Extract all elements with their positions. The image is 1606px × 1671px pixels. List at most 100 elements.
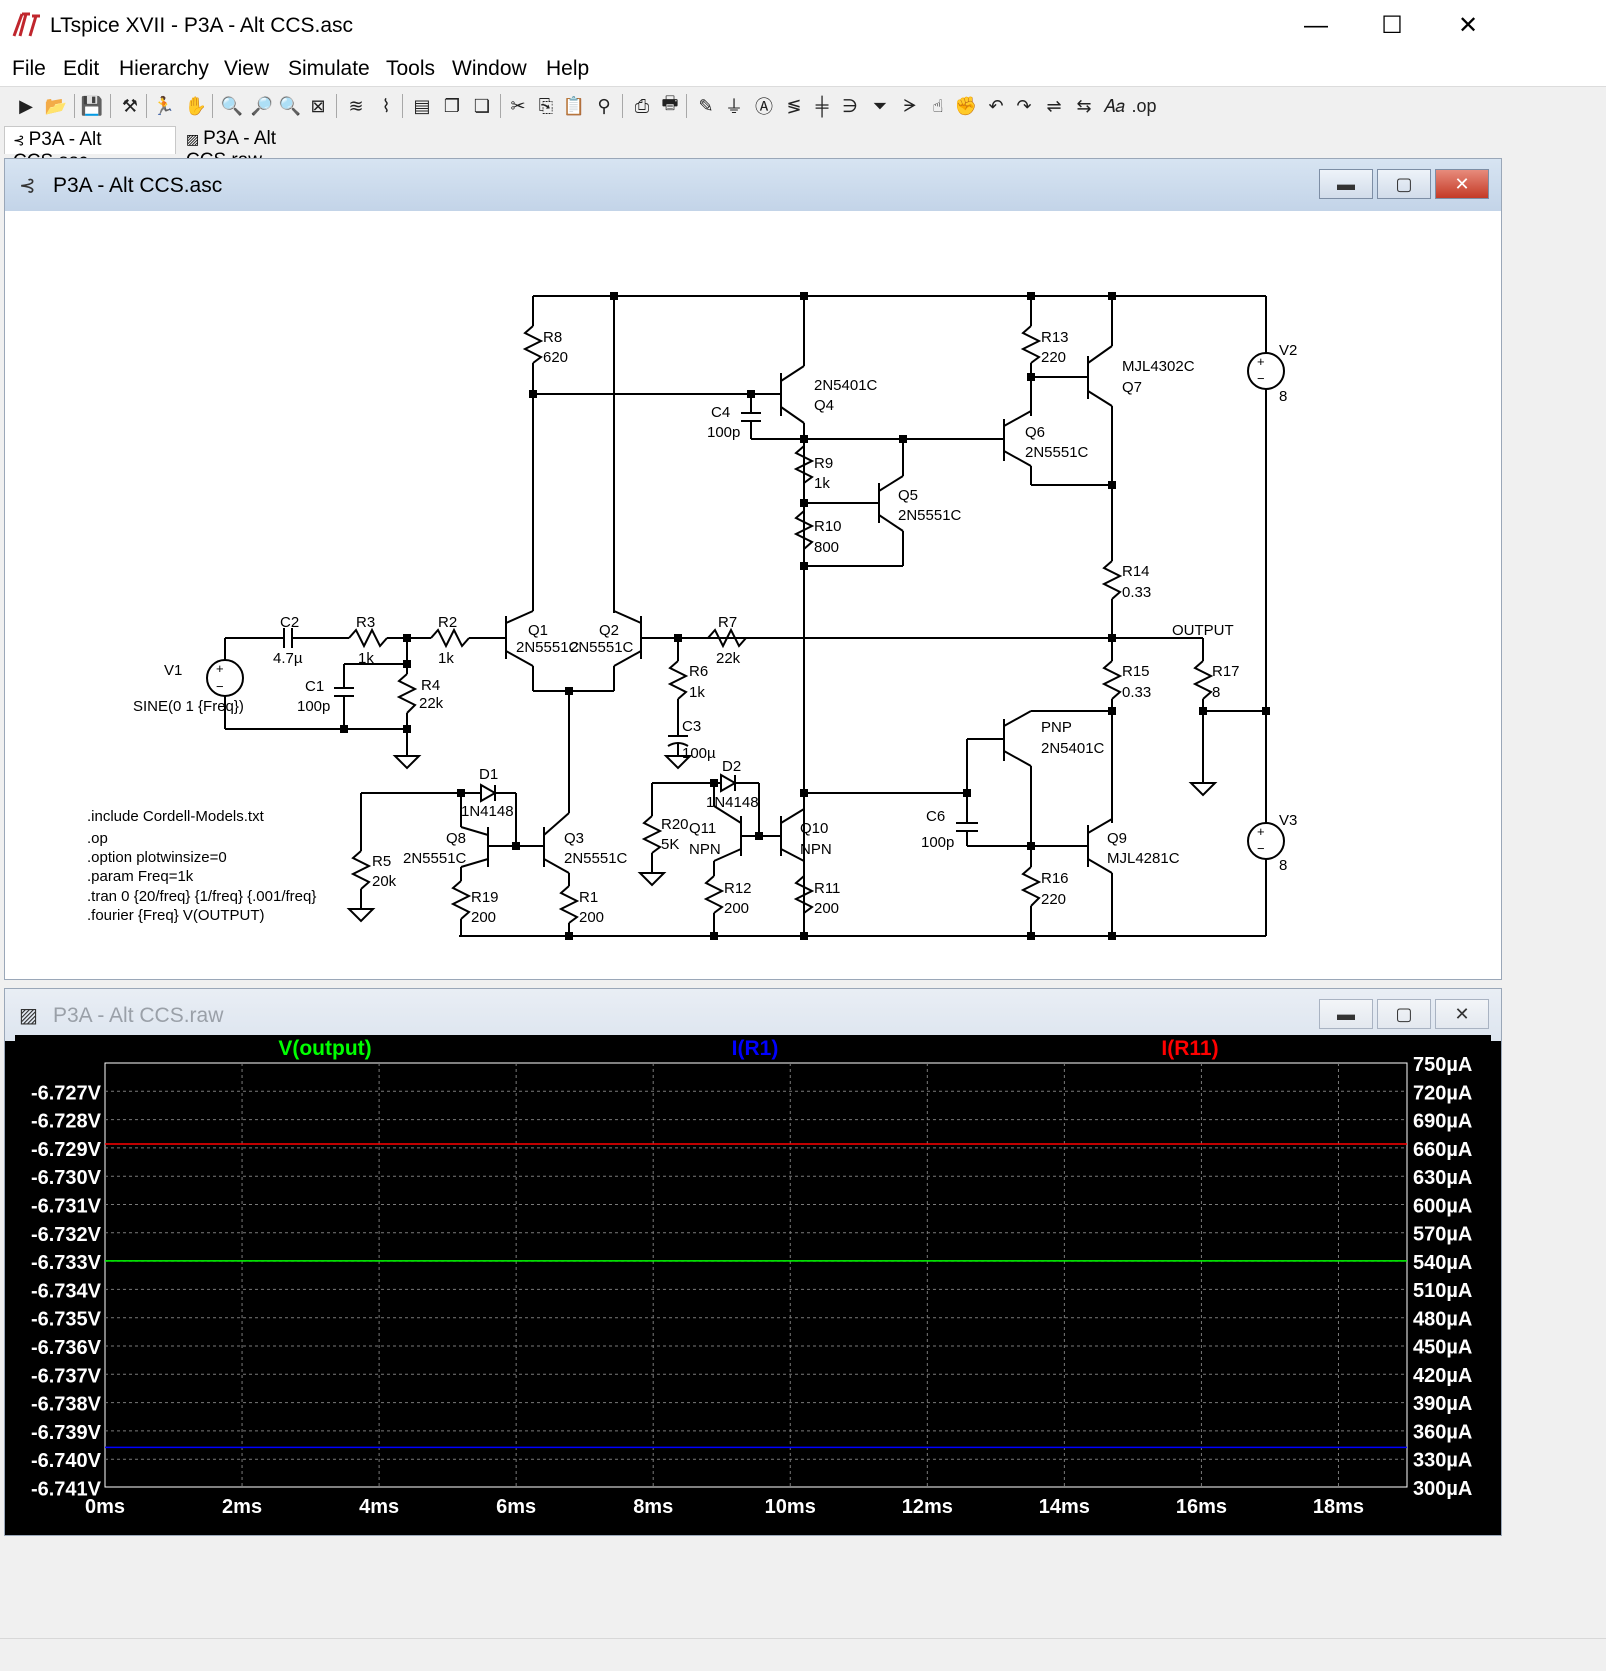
menu-view[interactable]: View [224,57,270,80]
document-tabs: ⊰ P3A - Alt CCS.asc ▨ P3A - Alt CCS.raw [0,124,1606,172]
svg-text:R15: R15 [1122,663,1150,680]
component-icon[interactable]: ᗒ [903,95,917,116]
open-folder-icon[interactable]: 📂 [44,95,68,116]
label-net-icon[interactable]: Ⓐ [755,97,773,117]
waveform-close-button[interactable]: ✕ [1435,999,1489,1029]
schematic-window-caption: ⊰ P3A - Alt CCS.asc ▬ ▢ ✕ [5,159,1501,211]
zoom-out-icon[interactable]: 🔍 [278,95,302,116]
menu-simulate[interactable]: Simulate [288,57,370,80]
svg-text:Q6: Q6 [1025,424,1045,441]
schematic-canvas[interactable]: + − + − [15,207,1493,973]
y-left-tick-label: -6.731V [31,1196,102,1218]
pan-icon[interactable]: 🔎 [250,95,274,116]
y-left-tick-label: -6.739V [31,1422,102,1444]
redo-icon[interactable]: ↷ [1016,95,1032,116]
run-icon[interactable]: 🏃 [152,95,176,116]
svg-text:1N4148: 1N4148 [461,803,514,820]
minimize-button[interactable]: — [1304,12,1328,39]
control-panel-icon[interactable]: ⚒ [121,95,139,116]
find-icon[interactable]: ⚲ [597,95,611,116]
menu-window[interactable]: Window [452,57,527,80]
svg-text:+: + [216,661,224,676]
paste-icon[interactable]: 📋 [562,95,586,116]
print-icon[interactable]: 🖶 [661,93,679,113]
schematic-window-title: P3A - Alt CCS.asc [53,174,223,197]
svg-text:R13: R13 [1041,329,1069,346]
fft-icon[interactable]: ⌇ [381,95,391,116]
tab-waveform[interactable]: ▨ P3A - Alt CCS.raw [178,126,348,171]
menu-edit[interactable]: Edit [63,57,100,80]
drag-icon[interactable]: ✊ [954,95,978,116]
schematic-minimize-button[interactable]: ▬ [1319,169,1373,199]
menu-hierarchy[interactable]: Hierarchy [119,57,209,80]
new-schematic-icon[interactable]: ▶ [19,95,33,116]
svg-text:R7: R7 [718,614,737,631]
svg-text:D1: D1 [479,766,498,783]
undo-icon[interactable]: ↶ [988,95,1004,116]
y-right-tick-label: 750µA [1413,1054,1472,1076]
plot-legend: V(output) I(R1) I(R11) [278,1037,1218,1060]
inductor-icon[interactable]: ∋ [842,95,858,116]
capacitor-icon[interactable]: ╪ [815,95,829,116]
tab-schematic[interactable]: ⊰ P3A - Alt CCS.asc [4,126,176,172]
x-tick-label: 8ms [633,1496,673,1518]
zoom-fit-icon[interactable]: ⊠ [310,95,326,116]
svg-text:Q4: Q4 [814,397,834,414]
waveform-window: ▨ P3A - Alt CCS.raw ▬ ▢ ✕ V(output)I(R1)… [4,988,1502,1536]
x-tick-label: 12ms [902,1496,953,1518]
menu-tools[interactable]: Tools [386,57,436,80]
spice-directive: .include Cordell-Models.txt [87,808,265,825]
move-icon[interactable]: ☝ [932,95,944,116]
text-icon[interactable]: 𝐴𝑎 [1103,95,1125,116]
print-preview-icon[interactable]: ⎙ [634,95,650,116]
y-right-tick-label: 390µA [1413,1393,1472,1415]
tile-vertical-icon[interactable]: ❏ [473,95,491,116]
tile-horizontal-icon[interactable]: ▤ [413,95,431,116]
legend-ir11[interactable]: I(R11) [1161,1037,1218,1060]
diode-icon[interactable]: ⏷ [872,95,888,116]
maximize-button[interactable]: ☐ [1381,12,1403,39]
mirror-icon[interactable]: ⇆ [1076,95,1092,116]
copy-icon[interactable]: ⎘ [538,95,554,116]
zoom-in-icon[interactable]: 🔍 [220,95,244,116]
schematic-restore-button[interactable]: ▢ [1377,169,1431,199]
cut-icon[interactable]: ✂ [510,95,526,116]
svg-text:2N5551C: 2N5551C [516,639,580,656]
status-bar [0,1638,1606,1671]
spice-directive-icon[interactable]: .op [1131,95,1157,116]
svg-text:V1: V1 [164,662,182,679]
rotate-icon[interactable]: ⇌ [1046,95,1062,116]
waveform-minimize-button[interactable]: ▬ [1319,999,1373,1029]
svg-text:100p: 100p [921,834,954,851]
y-left-tick-label: -6.730V [31,1167,102,1189]
svg-text:R1: R1 [579,889,598,906]
x-tick-label: 4ms [359,1496,399,1518]
svg-text:SINE(0 1 {Freq}): SINE(0 1 {Freq}) [133,698,244,715]
y-right-tick-label: 480µA [1413,1308,1472,1330]
svg-text:20k: 20k [372,873,397,890]
svg-text:R6: R6 [689,663,708,680]
waveform-restore-button[interactable]: ▢ [1377,999,1431,1029]
resistor-icon[interactable]: ≶ [786,95,802,116]
svg-text:R20: R20 [661,816,689,833]
autorange-icon[interactable]: ≋ [348,95,364,116]
menu-help[interactable]: Help [546,57,590,80]
legend-ir1[interactable]: I(R1) [732,1037,779,1060]
plot-background [15,1035,1491,1527]
svg-text:2N5551C: 2N5551C [570,639,634,656]
draw-wire-icon[interactable]: ✎ [698,95,714,116]
x-tick-label: 10ms [765,1496,816,1518]
save-icon[interactable]: 💾 [80,95,104,116]
svg-text:2N5401C: 2N5401C [814,377,878,394]
cascade-icon[interactable]: ❐ [443,95,461,116]
menu-file[interactable]: File [12,57,46,80]
waveform-icon: ▨ [186,131,204,147]
schematic-close-button[interactable]: ✕ [1435,169,1489,199]
legend-voutput[interactable]: V(output) [278,1037,371,1060]
halt-icon[interactable]: ✋ [184,95,208,116]
svg-text:22k: 22k [716,650,741,667]
svg-text:2N5401C: 2N5401C [1041,740,1105,757]
ground-icon[interactable]: ⏚ [725,97,743,117]
close-button[interactable]: ✕ [1457,12,1479,39]
